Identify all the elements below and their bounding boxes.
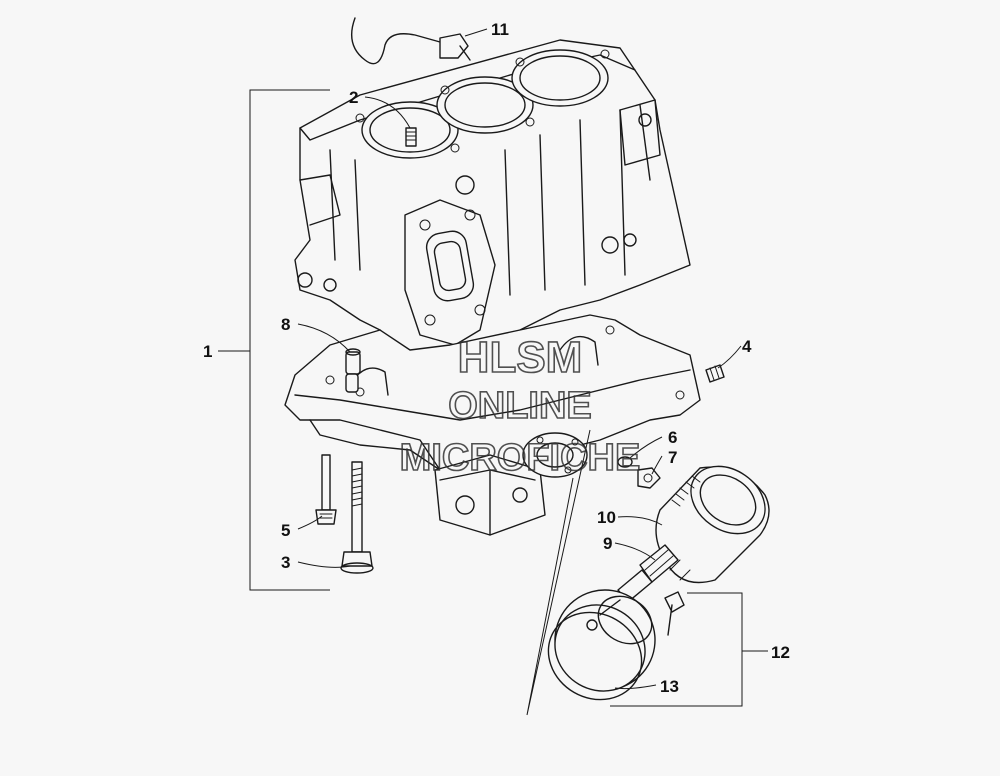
callout-12: 12 [771, 643, 790, 662]
callout-5: 5 [281, 521, 290, 540]
watermark: HLSM ONLINE MICROFICHE [399, 332, 641, 480]
callout-9: 9 [603, 534, 612, 553]
callout-4: 4 [742, 337, 752, 356]
knock-sensor-part-11 [351, 17, 471, 65]
callout-10: 10 [597, 508, 616, 527]
callout-7: 7 [668, 448, 677, 467]
bolt-part-5 [315, 454, 337, 525]
bracket-part-1 [249, 89, 330, 591]
callout-8: 8 [281, 315, 290, 334]
bolt-part-3 [340, 461, 374, 574]
oil-filter-flange [522, 432, 588, 478]
callout-labels: 1 2 3 4 5 6 7 8 9 10 11 12 13 [203, 20, 790, 696]
drain-bolt-part-6-7 [617, 456, 661, 489]
dowel-pin-part-2 [405, 127, 417, 147]
callout-leaders [218, 28, 768, 690]
callout-6: 6 [668, 428, 677, 447]
dowel-part-8 [345, 348, 361, 393]
oil-cooler-part-12 [554, 589, 685, 692]
lower-crankcase [284, 314, 701, 536]
oil-filter-part-10 [655, 465, 770, 584]
callout-3: 3 [281, 553, 290, 572]
cooler-leader [526, 429, 591, 716]
watermark-line-3: MICROFICHE [400, 437, 641, 479]
callout-11: 11 [491, 20, 509, 39]
plug-part-4 [705, 364, 725, 383]
cylinder-bore-3 [511, 49, 609, 107]
callout-1: 1 [203, 342, 212, 361]
watermark-line-1: HLSM [458, 333, 583, 382]
filter-nipple-part-9 [617, 544, 679, 603]
callout-13: 13 [660, 677, 679, 696]
watermark-line-2: ONLINE [448, 385, 592, 427]
bracket-part-12 [610, 592, 743, 707]
gasket-part-13 [547, 611, 643, 701]
cylinder-bore-2 [436, 76, 534, 134]
callout-2: 2 [349, 88, 358, 107]
cylinder-block [294, 39, 691, 371]
